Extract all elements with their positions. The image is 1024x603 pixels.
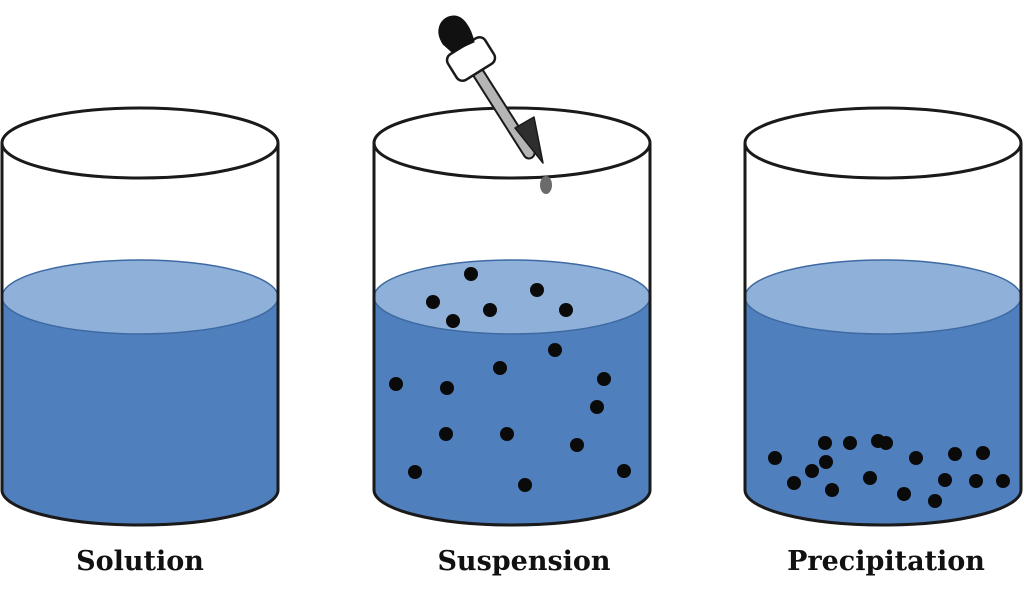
particle — [389, 377, 403, 391]
glass-wall-solution — [0, 143, 280, 527]
particle — [446, 314, 460, 328]
particle — [768, 451, 782, 465]
dropper-icon — [438, 15, 552, 194]
particles-suspension — [389, 267, 631, 492]
particle — [500, 427, 514, 441]
liquid-surface-suspension — [373, 259, 651, 335]
particle — [570, 438, 584, 452]
particle — [548, 343, 562, 357]
label-precipitation: Precipitation — [787, 546, 985, 577]
particle — [408, 465, 422, 479]
particle — [879, 436, 893, 450]
particle — [518, 478, 532, 492]
particle — [493, 361, 507, 375]
particle — [897, 487, 911, 501]
particle — [825, 483, 839, 497]
particle — [617, 464, 631, 478]
label-suspension: Suspension — [437, 546, 611, 577]
glass-wall-suspension — [372, 143, 652, 527]
liquid-solution — [2, 297, 278, 525]
glass-rim-suspension — [372, 106, 652, 180]
particle — [464, 267, 478, 281]
particle — [426, 295, 440, 309]
particle — [818, 436, 832, 450]
particle — [805, 464, 819, 478]
particle — [843, 436, 857, 450]
particle — [483, 303, 497, 317]
particle — [819, 455, 833, 469]
particle — [787, 476, 801, 490]
particle — [948, 447, 962, 461]
label-solution: Solution — [76, 546, 204, 577]
glass-wall-precipitation — [743, 143, 1023, 527]
particle — [559, 303, 573, 317]
beaker-precipitation — [743, 106, 1023, 527]
particle — [938, 473, 952, 487]
particle — [909, 451, 923, 465]
particle — [863, 471, 877, 485]
glass-rim-precipitation — [743, 106, 1023, 180]
particle — [996, 474, 1010, 488]
particle — [597, 372, 611, 386]
glass-rim-solution — [0, 106, 280, 180]
liquid-surface-precipitation — [744, 259, 1022, 335]
particle — [928, 494, 942, 508]
drop — [540, 176, 552, 194]
liquid-surface-solution — [1, 259, 279, 335]
particle — [590, 400, 604, 414]
particle — [530, 283, 544, 297]
particle — [439, 427, 453, 441]
particle — [969, 474, 983, 488]
beaker-suspension — [372, 106, 652, 527]
beaker-solution — [0, 106, 280, 527]
liquid-suspension — [374, 297, 650, 525]
particle — [976, 446, 990, 460]
particle — [440, 381, 454, 395]
particles-precipitation — [768, 434, 1010, 508]
